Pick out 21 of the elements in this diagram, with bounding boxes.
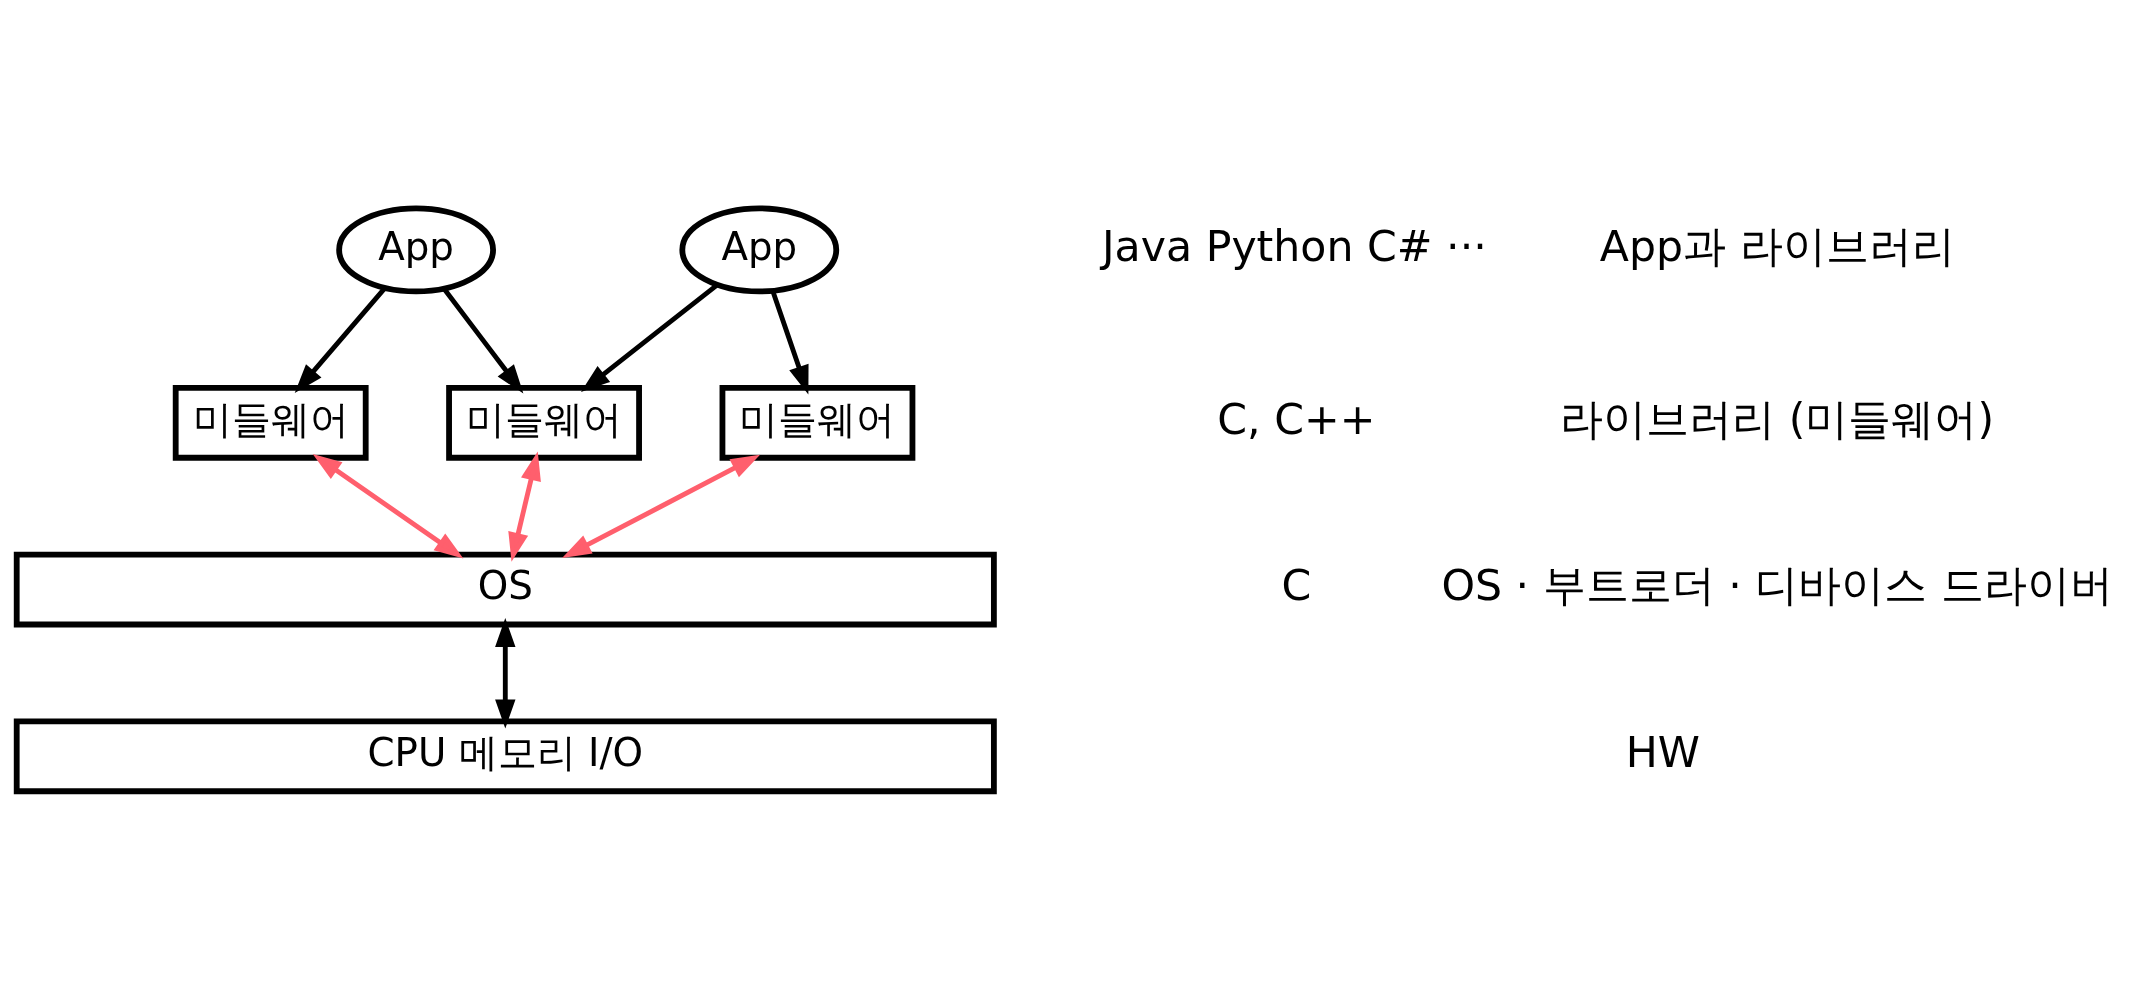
arrow (312, 453, 464, 559)
node-ellipse: App (336, 205, 496, 295)
label: OS · 부트로더 · 디바이스 드라이버 (1441, 560, 2113, 611)
label: App과 라이브러리 (1599, 220, 1955, 271)
arrow (495, 617, 516, 729)
node-box: CPU 메모리 I/O (13, 718, 997, 795)
label: C, C++ (1217, 393, 1376, 444)
node-box: 미들웨어 (719, 385, 916, 461)
label: HW (1625, 727, 1700, 778)
label: C (1281, 560, 1312, 611)
node-box: 미들웨어 (446, 385, 642, 461)
arrow (441, 287, 524, 394)
arrow (294, 286, 388, 393)
arrow (562, 454, 761, 559)
node-box: OS (13, 551, 997, 628)
arrow (580, 282, 719, 392)
node-ellipse: App (679, 205, 840, 295)
node-box: 미들웨어 (172, 385, 369, 461)
arrow (508, 451, 541, 562)
arrow (770, 290, 809, 395)
label: 라이브러리 (미들웨어) (1560, 393, 1995, 444)
